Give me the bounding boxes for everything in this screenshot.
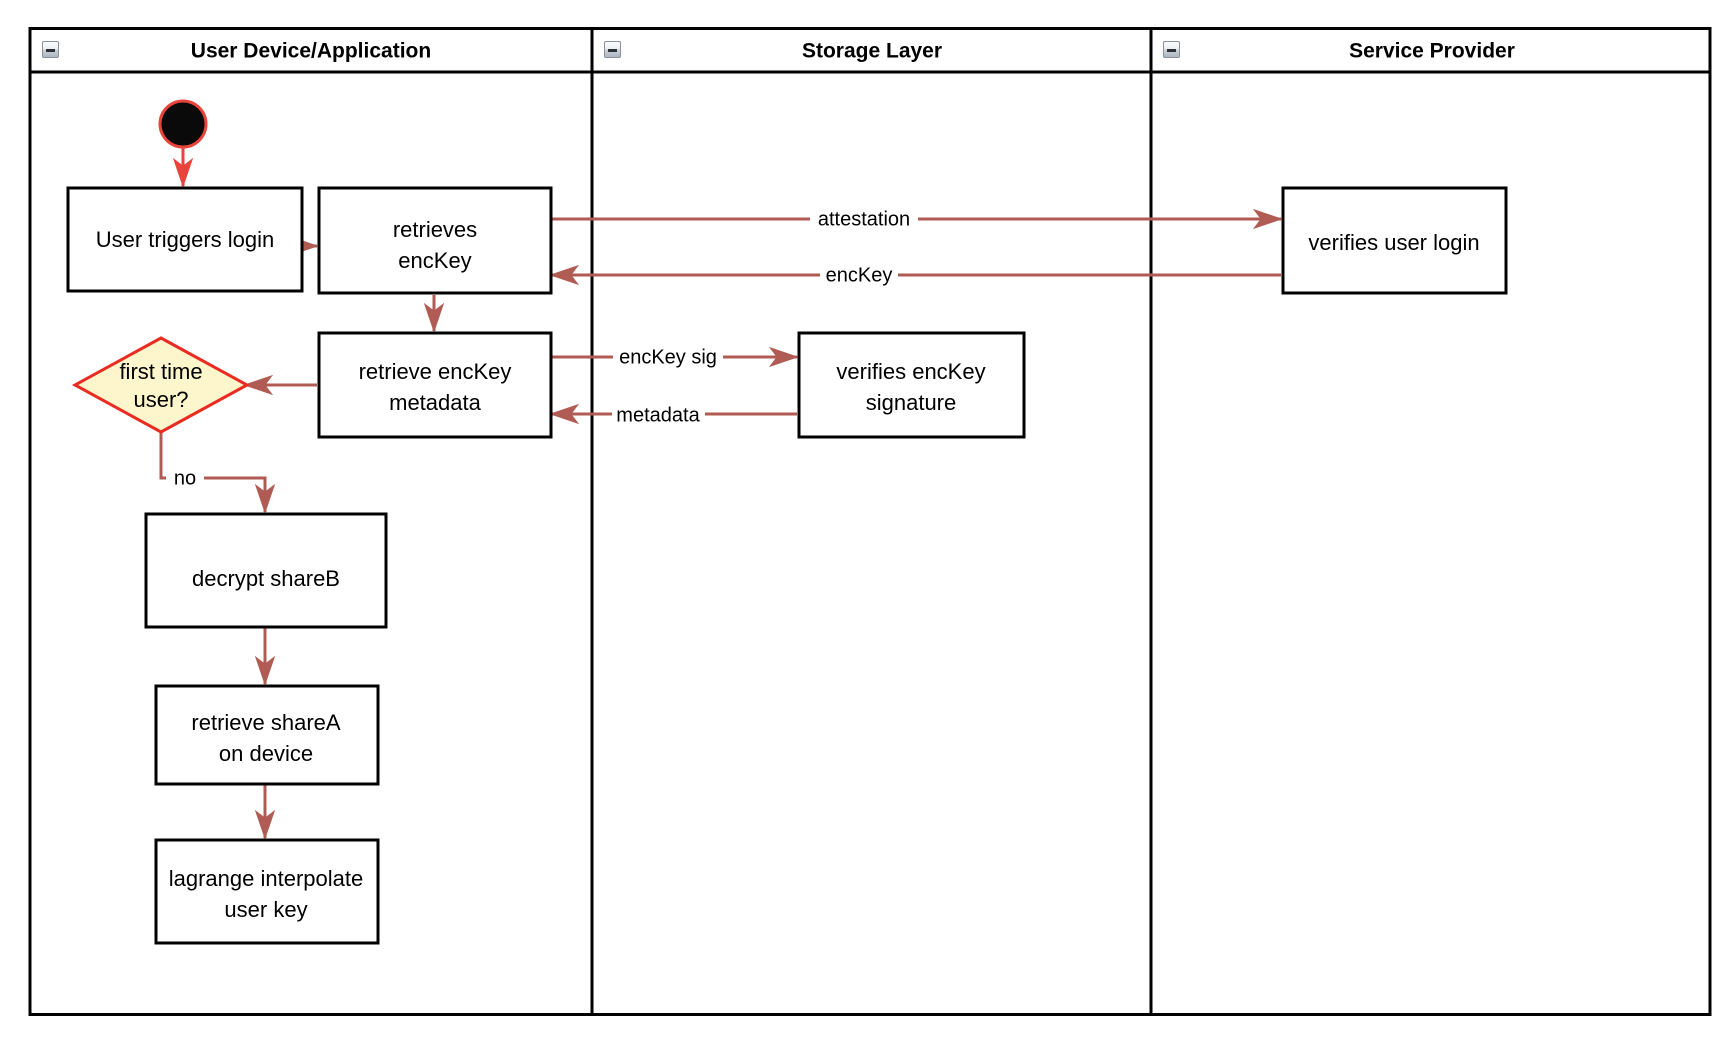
node-user-triggers-login[interactable]: User triggers login [66, 186, 304, 293]
collapse-minus-icon-service-provider[interactable] [1163, 41, 1180, 58]
node-label-user-triggers-login: User triggers login [96, 227, 275, 252]
node-label-first-time-user-line1: first time [119, 359, 202, 384]
edge-label-bg-attestation [810, 206, 918, 232]
lane-title-storage: Storage Layer [802, 40, 942, 63]
node-label-verifies-signature-line1: verifies encKey [836, 359, 985, 384]
edge-decision-no [159, 432, 276, 514]
edge-label-bg-enckey [820, 262, 898, 288]
node-verifies-enckey-signature[interactable]: verifies encKey signature [797, 331, 1026, 439]
node-retrieve-enckey-metadata[interactable]: retrieve encKey metadata [317, 331, 553, 439]
edge-label-metadata: metadata [616, 404, 700, 426]
edge-label-enckey: encKey [826, 264, 893, 286]
node-label-retrieves-enckey-line1: retrieves [393, 217, 477, 242]
edge-label-bg-enckey-sig [613, 344, 723, 370]
lane-title-user-device: User Device/Application [191, 40, 431, 63]
edge-label-enckey-sig: encKey sig [619, 346, 717, 368]
node-label-retrieve-sharea-line1: retrieve shareA [191, 710, 341, 735]
node-label-verifies-signature-line2: signature [866, 390, 957, 415]
node-label-retrieve-sharea-line2: on device [219, 741, 313, 766]
lane-title-service-provider: Service Provider [1349, 40, 1515, 63]
node-lagrange-interpolate-user-key[interactable]: lagrange interpolate user key [154, 838, 380, 945]
edge-label-bg-no [166, 466, 204, 492]
node-layer: User triggers login retrieves encKey ret… [66, 99, 1508, 945]
node-verifies-user-login[interactable]: verifies user login [1281, 186, 1508, 295]
node-label-verifies-user-login: verifies user login [1308, 230, 1479, 255]
node-label-lagrange-line1: lagrange interpolate [169, 866, 363, 891]
edge-label-layer: attestation encKey encKey sig metadata n… [166, 206, 918, 492]
node-label-decrypt-shareb: decrypt shareB [192, 566, 340, 591]
node-first-time-user[interactable]: first time user? [71, 336, 251, 434]
node-retrieves-enckey[interactable]: retrieves encKey [317, 186, 553, 295]
node-label-retrieve-metadata-line1: retrieve encKey [359, 359, 512, 384]
edge-label-bg-metadata [612, 402, 705, 428]
node-label-lagrange-line2: user key [224, 897, 307, 922]
node-decrypt-shareb[interactable]: decrypt shareB [144, 512, 388, 629]
start-node[interactable] [158, 99, 208, 149]
edge-label-attestation: attestation [818, 208, 910, 230]
edge-label-no: no [174, 467, 196, 489]
node-label-retrieves-enckey-line2: encKey [398, 248, 471, 273]
collapse-minus-icon-storage[interactable] [604, 41, 621, 58]
collapse-minus-icon-user-device[interactable] [42, 41, 59, 58]
node-label-first-time-user-line2: user? [133, 387, 188, 412]
node-label-retrieve-metadata-line2: metadata [389, 390, 481, 415]
node-retrieve-sharea-on-device[interactable]: retrieve shareA on device [154, 684, 380, 786]
